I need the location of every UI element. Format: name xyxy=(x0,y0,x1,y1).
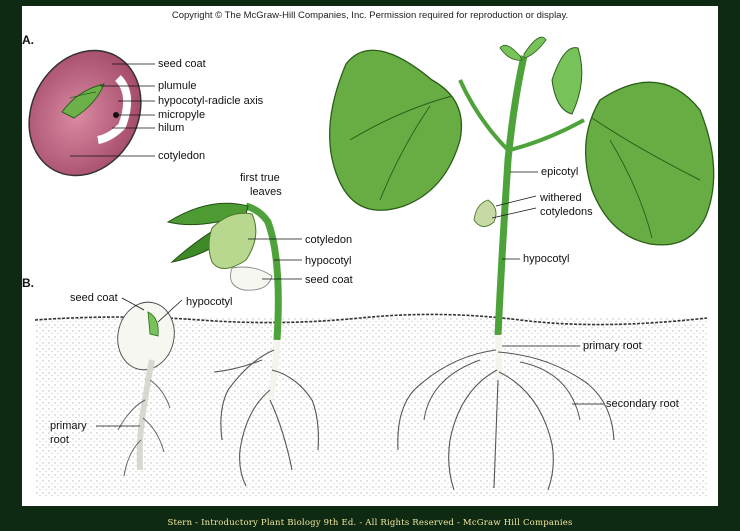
label-hypocotyl-mid: hypocotyl xyxy=(305,255,351,267)
label-hypocotyl-radicle-axis: hypocotyl-radicle axis xyxy=(158,95,264,107)
label-plumule: plumule xyxy=(158,80,197,92)
label-seed-coat-mid: seed coat xyxy=(305,274,353,286)
label-primary-root-left-2: root xyxy=(50,434,69,446)
label-micropyle: micropyle xyxy=(158,109,205,121)
label-seed-coat-left: seed coat xyxy=(70,292,118,304)
label-withered-cotyledons-2: cotyledons xyxy=(540,206,593,218)
section-a-label: A. xyxy=(22,33,34,47)
label-seed-coat: seed coat xyxy=(158,58,206,70)
label-hypocotyl-right: hypocotyl xyxy=(523,253,569,265)
label-first-true-leaves-2: leaves xyxy=(250,186,282,198)
label-cotyledon-a: cotyledon xyxy=(158,150,205,162)
label-hypocotyl-left: hypocotyl xyxy=(186,296,232,308)
label-withered-cotyledons-1: withered xyxy=(539,192,582,204)
label-epicotyl: epicotyl xyxy=(541,166,578,178)
label-secondary-root: secondary root xyxy=(606,398,679,410)
label-first-true-leaves-1: first true xyxy=(240,172,280,184)
footer-credit: Stern - Introductory Plant Biology 9th E… xyxy=(0,518,740,528)
section-b-label: B. xyxy=(22,276,34,290)
label-cotyledon-b: cotyledon xyxy=(305,234,352,246)
seed-section-a xyxy=(8,31,163,196)
label-primary-root-right: primary root xyxy=(583,340,642,352)
label-primary-root-left-1: primary xyxy=(50,420,87,432)
label-hilum: hilum xyxy=(158,122,184,134)
